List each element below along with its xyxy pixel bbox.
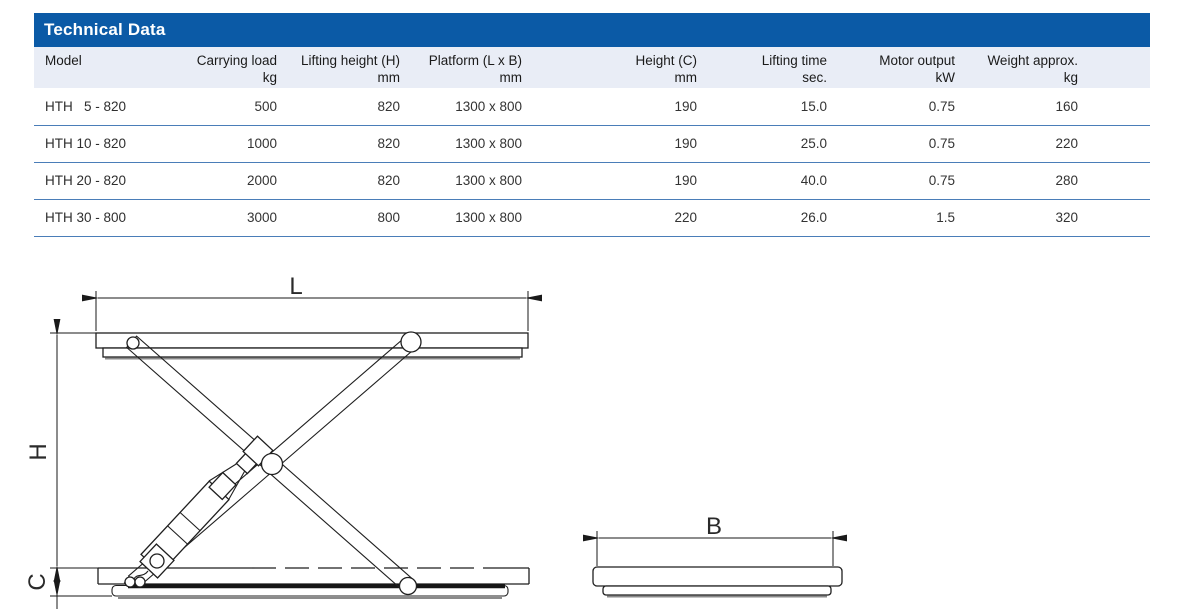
cylinder-base-pin — [149, 553, 165, 569]
spec-table: Model Carrying load kg Lifting height (H… — [34, 47, 1150, 237]
cell-height-c: 190 — [530, 88, 705, 126]
end-platform — [592, 566, 843, 598]
unit-label: sec. — [802, 70, 827, 85]
dim-label-H: H — [25, 443, 52, 460]
column-header-lifting-height: Lifting height (H) mm — [285, 47, 408, 88]
cell-platform: 1300 x 800 — [408, 162, 530, 200]
center-pivot — [260, 452, 284, 476]
cell-carrying-load: 3000 — [160, 199, 285, 237]
cell-platform: 1300 x 800 — [408, 125, 530, 163]
cell-weight: 320 — [963, 199, 1150, 237]
unit-label: kg — [1063, 70, 1078, 85]
cell-lifting-height: 820 — [285, 88, 408, 126]
cell-carrying-load: 2000 — [160, 162, 285, 200]
cell-carrying-load: 500 — [160, 88, 285, 126]
bottom-left-pivot — [124, 576, 136, 588]
cell-carrying-load: 1000 — [160, 125, 285, 163]
technical-data-table: Technical Data Model Carrying load kg L — [34, 13, 1150, 237]
dim-label-C: C — [24, 573, 51, 590]
cell-platform: 1300 x 800 — [408, 199, 530, 237]
column-header-platform: Platform (L x B) mm — [408, 47, 530, 88]
dim-label-B: B — [706, 513, 722, 540]
column-header-height-c: Height (C) mm — [530, 47, 705, 88]
dimension-C: C — [24, 567, 112, 609]
header-row: Model Carrying load kg Lifting height (H… — [34, 47, 1150, 88]
cell-lifting-time: 40.0 — [705, 162, 835, 200]
column-header-lifting-time: Lifting time sec. — [705, 47, 835, 88]
cell-weight: 280 — [963, 162, 1150, 200]
cell-model: HTH 5 - 820 — [34, 88, 160, 126]
cell-lifting-height: 820 — [285, 162, 408, 200]
table-title-bar: Technical Data — [34, 13, 1150, 47]
dim-label-L: L — [289, 273, 302, 300]
platform-top — [95, 332, 529, 360]
cell-model: HTH 30 - 800 — [34, 199, 160, 237]
unit-label: kW — [935, 70, 956, 85]
cell-lifting-height: 820 — [285, 125, 408, 163]
cell-weight: 220 — [963, 125, 1150, 163]
cell-lifting-time: 25.0 — [705, 125, 835, 163]
cell-height-c: 220 — [530, 199, 705, 237]
cell-motor-output: 1.5 — [835, 199, 963, 237]
cell-platform: 1300 x 800 — [408, 88, 530, 126]
hydraulic-cylinder — [123, 435, 274, 584]
top-right-roller — [400, 331, 422, 353]
column-header-model: Model — [34, 47, 160, 88]
top-left-pivot — [126, 336, 140, 350]
dimension-H: H — [25, 319, 96, 582]
cell-motor-output: 0.75 — [835, 88, 963, 126]
cell-height-c: 190 — [530, 125, 705, 163]
column-header-weight: Weight approx. kg — [963, 47, 1150, 88]
unit-label: kg — [262, 70, 277, 85]
table-row: HTH 30 - 800 3000 800 1300 x 800 220 26.… — [34, 199, 1150, 237]
bottom-right-roller — [398, 576, 418, 596]
cell-lifting-height: 800 — [285, 199, 408, 237]
bottom-left-roller — [134, 576, 146, 588]
cell-lifting-time: 26.0 — [705, 199, 835, 237]
column-header-carrying-load: Carrying load kg — [160, 47, 285, 88]
cell-weight: 160 — [963, 88, 1150, 126]
dimension-B: B — [583, 513, 847, 566]
column-header-motor-output: Motor output kW — [835, 47, 963, 88]
cell-motor-output: 0.75 — [835, 125, 963, 163]
cell-model: HTH 10 - 820 — [34, 125, 160, 163]
table-title: Technical Data — [44, 20, 166, 39]
table-row: HTH 5 - 820 500 820 1300 x 800 190 15.0 … — [34, 88, 1150, 126]
dimension-L: L — [82, 273, 542, 331]
cell-lifting-time: 15.0 — [705, 88, 835, 126]
table-row: HTH 20 - 820 2000 820 1300 x 800 190 40.… — [34, 162, 1150, 200]
unit-label: mm — [499, 70, 523, 85]
side-view: L H C — [24, 273, 542, 609]
cell-model: HTH 20 - 820 — [34, 162, 160, 200]
cell-height-c: 190 — [530, 162, 705, 200]
pivots-and-rollers — [124, 331, 422, 596]
unit-label: mm — [377, 70, 401, 85]
cell-motor-output: 0.75 — [835, 162, 963, 200]
end-view: B — [583, 513, 847, 598]
unit-label: mm — [674, 70, 698, 85]
table-row: HTH 10 - 820 1000 820 1300 x 800 190 25.… — [34, 125, 1150, 163]
